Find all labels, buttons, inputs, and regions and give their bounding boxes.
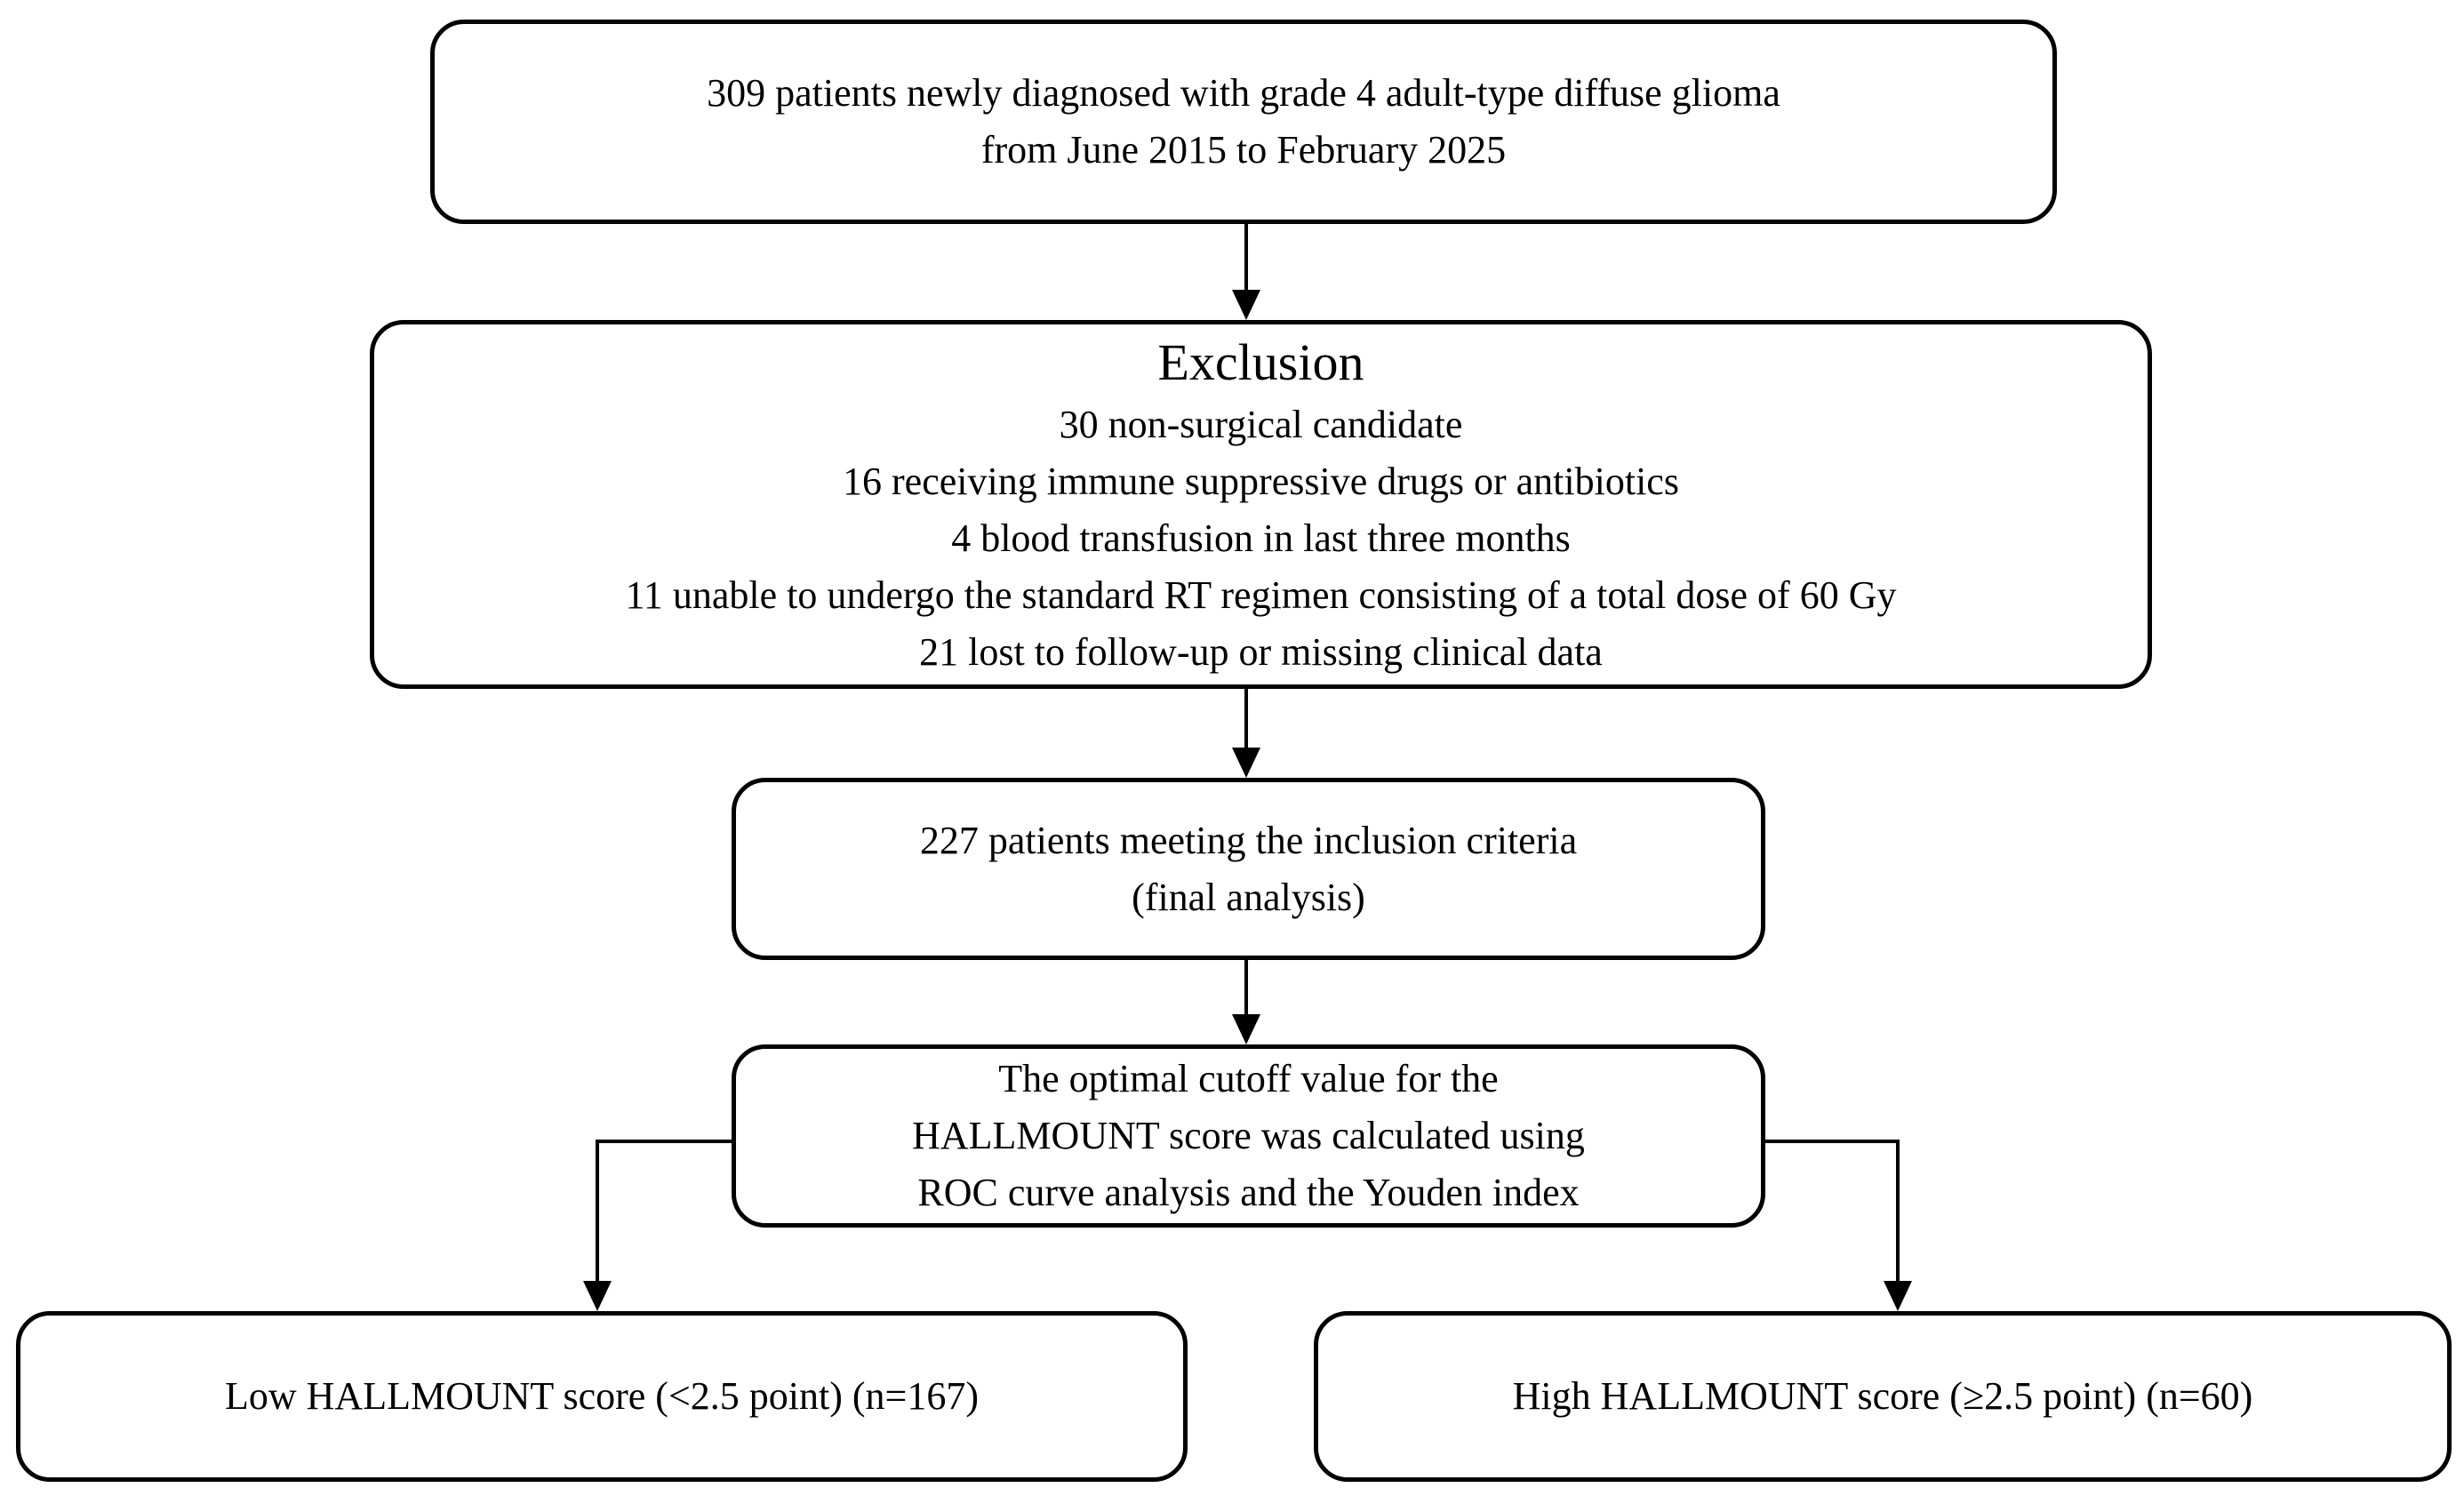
branch-line-cutoff-to-high: [1765, 1140, 1900, 1284]
arrowhead-inclusion-to-cutoff: [1232, 1014, 1260, 1044]
arrowhead-cutoff-to-low: [583, 1281, 612, 1311]
box-high-hallmount-group: High HALLMOUNT score (≥2.5 point) (n=60): [1314, 1311, 2452, 1482]
arrowhead-cutoff-to-high: [1884, 1281, 1912, 1311]
box-exclusion: Exclusion 30 non-surgical candidate 16 r…: [370, 320, 2152, 689]
exclusion-item: 4 blood transfusion in last three months: [951, 516, 1571, 560]
inclusion-line-2: (final analysis): [1132, 875, 1365, 919]
arrowhead-exclusion-to-inclusion: [1232, 748, 1260, 778]
high-group-label: High HALLMOUNT score (≥2.5 point) (n=60): [1512, 1374, 2253, 1418]
box-inclusion: 227 patients meeting the inclusion crite…: [732, 778, 1765, 960]
inclusion-line-1: 227 patients meeting the inclusion crite…: [919, 818, 1578, 862]
enrollment-line-2: from June 2015 to February 2025: [980, 128, 1507, 172]
box-enrollment: 309 patients newly diagnosed with grade …: [430, 20, 2057, 224]
low-group-label: Low HALLMOUNT score (<2.5 point) (n=167): [224, 1374, 979, 1418]
exclusion-title: Exclusion: [1157, 332, 1364, 391]
box-low-hallmount-group: Low HALLMOUNT score (<2.5 point) (n=167): [16, 1311, 1188, 1482]
enrollment-line-1: 309 patients newly diagnosed with grade …: [707, 71, 1780, 115]
exclusion-item: 16 receiving immune suppressive drugs or…: [843, 459, 1679, 503]
exclusion-item: 21 lost to follow-up or missing clinical…: [919, 629, 1603, 674]
cutoff-line-1: The optimal cutoff value for the: [998, 1057, 1499, 1100]
arrowhead-enrollment-to-exclusion: [1232, 290, 1260, 320]
exclusion-item: 11 unable to undergo the standard RT reg…: [625, 572, 1897, 617]
exclusion-item: 30 non-surgical candidate: [1059, 402, 1463, 446]
box-cutoff: The optimal cutoff value for the HALLMOU…: [732, 1044, 1765, 1228]
cutoff-line-3: ROC curve analysis and the Youden index: [917, 1171, 1580, 1214]
cutoff-line-2: HALLMOUNT score was calculated using: [912, 1114, 1585, 1157]
branch-line-cutoff-to-low: [596, 1140, 732, 1284]
